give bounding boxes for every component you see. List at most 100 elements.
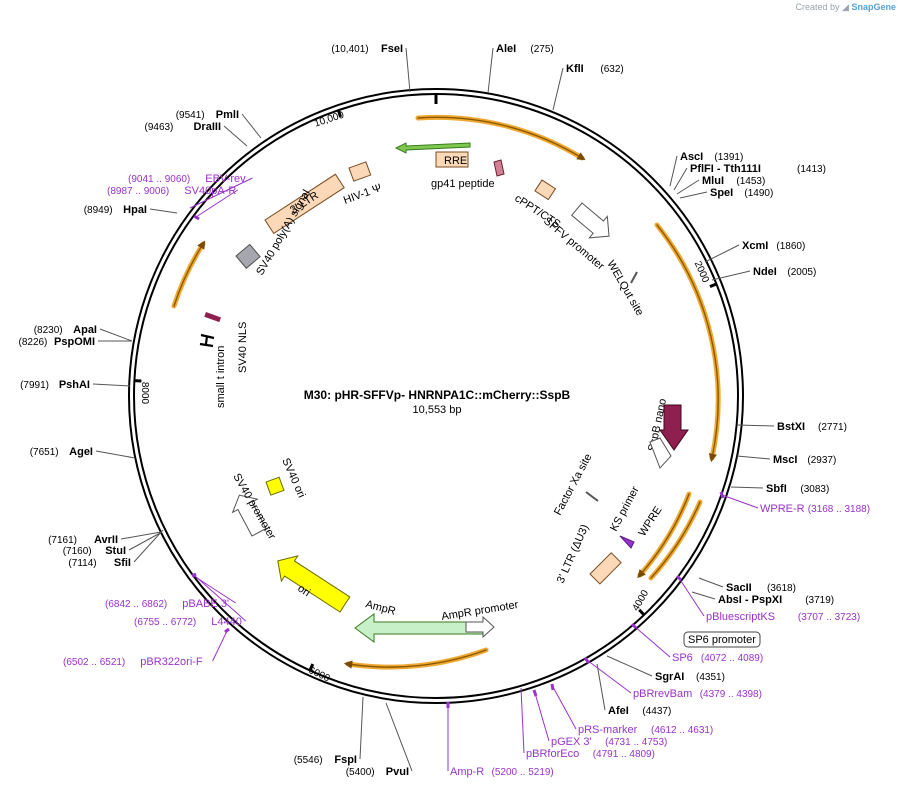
- rre-label: RRE: [444, 155, 467, 167]
- smallt-label: small t intron: [215, 346, 227, 408]
- snapgene-credit: Created by ◢ SnapGene: [796, 2, 897, 13]
- primer-marks: [191, 214, 725, 708]
- leader-line: [534, 692, 550, 742]
- enzyme-position: (275): [530, 44, 553, 55]
- enzyme-name: StuI: [105, 545, 126, 557]
- tick-mark: [709, 282, 718, 288]
- leader-line: [673, 167, 688, 191]
- enzyme-name: SacII: [726, 582, 752, 594]
- primer-name: pGEX 3': [551, 736, 592, 748]
- enzyme-position: (7161): [48, 535, 77, 546]
- enzyme-name: MscI: [773, 454, 797, 466]
- orf-arc-wpre-a-core: [637, 493, 690, 579]
- cppt-box: [534, 179, 557, 201]
- wpre-label: WPRE: [636, 504, 664, 538]
- enzyme-position: (632): [600, 64, 623, 75]
- primer-position: (4612 .. 4631): [651, 725, 713, 736]
- map-title: M30: pHR-SFFVp- HNRNPA1C::mCherry::SspB: [304, 388, 571, 402]
- primer-name: EBV-rev: [205, 173, 246, 185]
- ltr3du3-box: [589, 552, 622, 585]
- leader-line: [193, 574, 247, 622]
- primer-name: pRS-marker: [578, 724, 638, 736]
- primer-position: (8987 .. 9006): [107, 186, 169, 197]
- enzyme-position: (1860): [776, 241, 805, 252]
- enzyme-name: SpeI: [710, 187, 733, 199]
- tick-mark: [308, 663, 315, 672]
- amprprom-arrow: [465, 615, 495, 639]
- primer-position: (4072 .. 4089): [701, 653, 763, 664]
- credit-brand: SnapGene: [851, 2, 896, 12]
- enzyme-position: (1391): [714, 152, 743, 163]
- primer-name: SP6: [672, 652, 693, 664]
- orf-arcs: [171, 114, 721, 670]
- enzyme-position: (8949): [84, 205, 113, 216]
- sp6-promoter-box: [683, 631, 761, 648]
- ltr3du3-label: 3' LTR (ΔU3): [555, 523, 592, 585]
- leader-line: [704, 244, 740, 263]
- smallt-mark: [199, 333, 215, 348]
- primer-position: (9041 .. 9060): [128, 174, 190, 185]
- leader-line: [95, 450, 136, 459]
- leader-line: [730, 486, 764, 489]
- leader-line: [128, 531, 163, 551]
- enzyme-name: AvrII: [94, 534, 118, 546]
- primer-position: (3707 .. 3723): [798, 612, 860, 623]
- gp41-label: gp41 peptide: [431, 178, 495, 190]
- primer-mark-pbr322: [224, 627, 230, 634]
- leader-line: [189, 177, 253, 209]
- label-leader-layer: [92, 47, 775, 772]
- enzyme-name: XcmI: [742, 240, 768, 252]
- leader-line: [721, 494, 759, 509]
- primer-position: (3168 .. 3188): [808, 504, 870, 515]
- enzyme-position: (3083): [800, 484, 829, 495]
- leader-line: [596, 663, 606, 711]
- green-arrow-top: [394, 142, 471, 154]
- leader-line: [520, 687, 525, 754]
- enzyme-position: (2005): [787, 267, 816, 278]
- leader-line: [679, 191, 708, 199]
- leader-line: [99, 328, 133, 342]
- primer-name: pBRrevBam: [633, 688, 692, 700]
- primer-mark-sp6: [630, 622, 638, 630]
- ampr-label: AmpR: [364, 598, 397, 618]
- leader-line: [193, 575, 236, 604]
- enzyme-position: (7651): [30, 447, 59, 458]
- leader-line: [676, 179, 700, 195]
- rre-box: [435, 151, 469, 168]
- sffv-arrow: [571, 202, 610, 239]
- leader-line: [149, 208, 178, 214]
- leader-line: [359, 696, 364, 760]
- primer-position: (6502 .. 6521): [63, 657, 125, 668]
- enzyme-position: (7114): [68, 558, 96, 569]
- leader-line: [737, 424, 775, 427]
- enzyme-name: PspOMI: [54, 336, 95, 348]
- enzyme-position: (5546): [294, 755, 323, 766]
- leader-line: [223, 125, 248, 147]
- enzyme-position: (2771): [818, 422, 847, 433]
- primer-name: pBRforEco: [526, 748, 579, 760]
- welq-label: WELQut site: [604, 259, 645, 318]
- snapgene-logo-icon: ◢: [842, 2, 849, 12]
- tick-mark: [638, 608, 646, 616]
- enzyme-name: SbfI: [766, 483, 787, 495]
- site-label-layer: FseI(10,401)AleI(275)KflI(632)AscI(1391)…: [18, 43, 870, 778]
- orf-arc-right-core: [656, 224, 719, 463]
- enzyme-name: AfeI: [608, 705, 629, 717]
- leader-line: [133, 529, 164, 563]
- ampr-arrow: [354, 613, 486, 643]
- enzyme-position: (2937): [807, 455, 836, 466]
- hiv1-box: [348, 161, 372, 182]
- leader-line: [736, 455, 771, 460]
- enzyme-name: AleI: [496, 43, 516, 55]
- sspb-outline-arrow: [649, 437, 672, 469]
- leader-line: [691, 591, 716, 600]
- enzyme-name: PshAI: [59, 379, 90, 391]
- primer-name: pBR322ori-F: [140, 656, 203, 668]
- leader-line: [487, 47, 494, 94]
- primer-position: (6755 .. 6772): [134, 617, 196, 628]
- sv40nls-shape: [204, 312, 222, 323]
- orf-arc-wpre-b-core: [650, 501, 701, 579]
- primer-position: (6842 .. 6862): [105, 599, 167, 610]
- primer-mark-sv40pa: [193, 214, 200, 221]
